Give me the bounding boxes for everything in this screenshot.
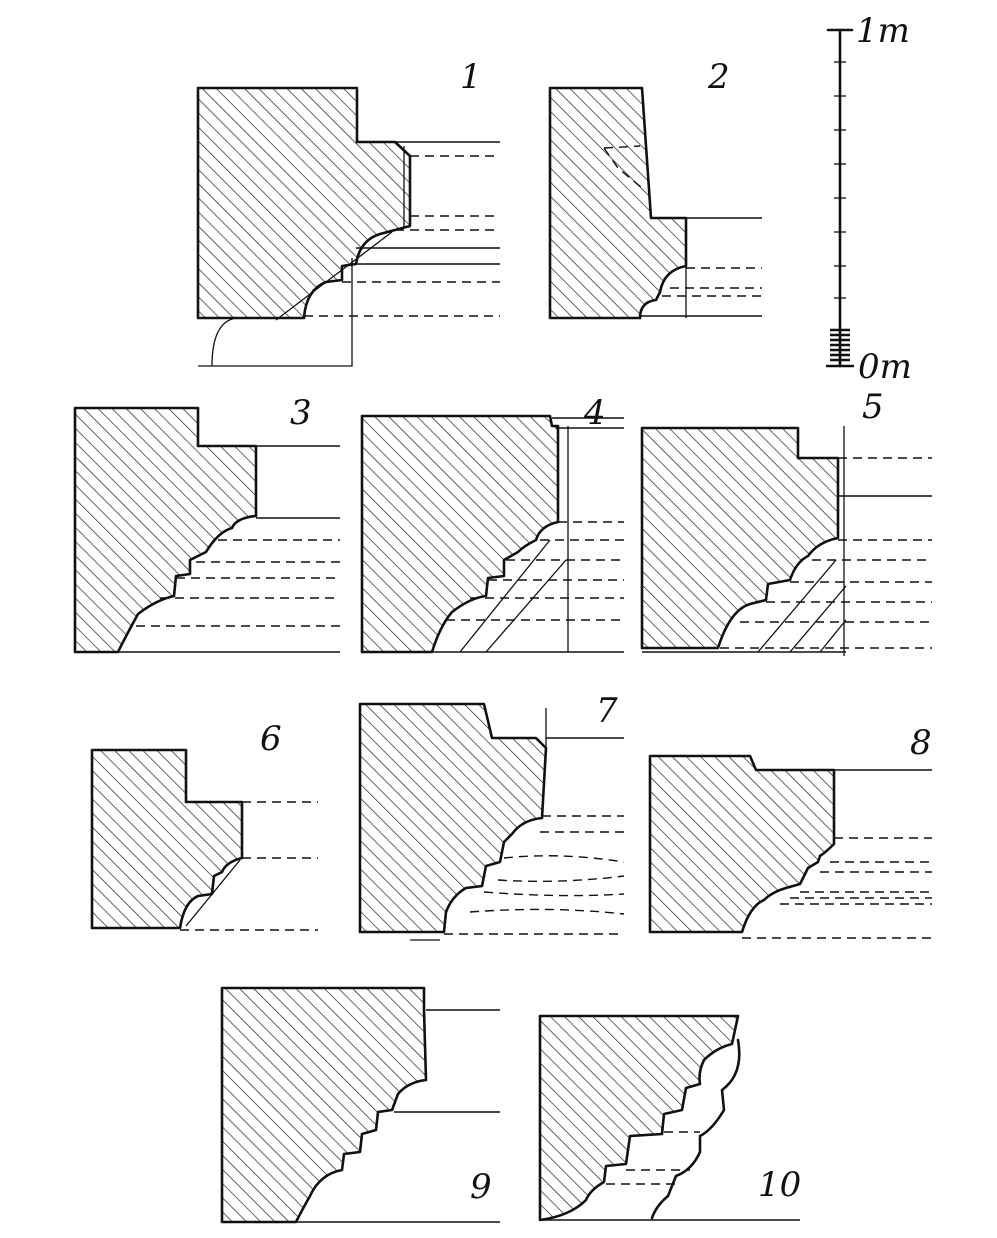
- profile-8: 8: [648, 723, 932, 939]
- profile-9: 9: [220, 986, 500, 1224]
- profile-4-section: [360, 414, 560, 654]
- profile-5-label: 5: [862, 387, 884, 427]
- profile-6: 6: [90, 719, 318, 931]
- profile-4: 4: [360, 393, 624, 654]
- profile-2-section: [548, 86, 688, 320]
- profile-7: 7: [358, 691, 625, 941]
- profile-10-label: 10: [758, 1165, 801, 1205]
- profile-5-section: [640, 426, 840, 650]
- scale-top-label: 1m: [856, 11, 910, 51]
- profile-5: 5: [640, 387, 932, 656]
- profile-7-section: [358, 702, 548, 934]
- profile-4-label: 4: [583, 393, 606, 433]
- scale-bar: 1m 0m: [826, 11, 912, 387]
- profile-3: 3: [73, 393, 340, 654]
- profile-8-section: [648, 754, 836, 934]
- profile-1-section: [196, 86, 412, 320]
- profile-3-section: [73, 406, 258, 654]
- profile-1-support-arch: [198, 258, 353, 367]
- profile-9-section: [220, 986, 428, 1224]
- profile-2-label: 2: [707, 57, 730, 97]
- profile-3-label: 3: [290, 393, 312, 433]
- profile-9-label: 9: [470, 1167, 492, 1207]
- profile-8-label: 8: [910, 723, 932, 763]
- profile-10: 10: [538, 1014, 801, 1222]
- profile-10-section: [538, 1014, 740, 1222]
- profile-1: 1: [196, 57, 500, 367]
- profile-1-label: 1: [460, 57, 482, 97]
- scale-bottom-label: 0m: [858, 347, 912, 387]
- profile-6-section: [90, 748, 244, 930]
- profile-7-label: 7: [596, 691, 618, 731]
- profile-2: 2: [548, 57, 762, 320]
- profile-6-label: 6: [260, 719, 282, 759]
